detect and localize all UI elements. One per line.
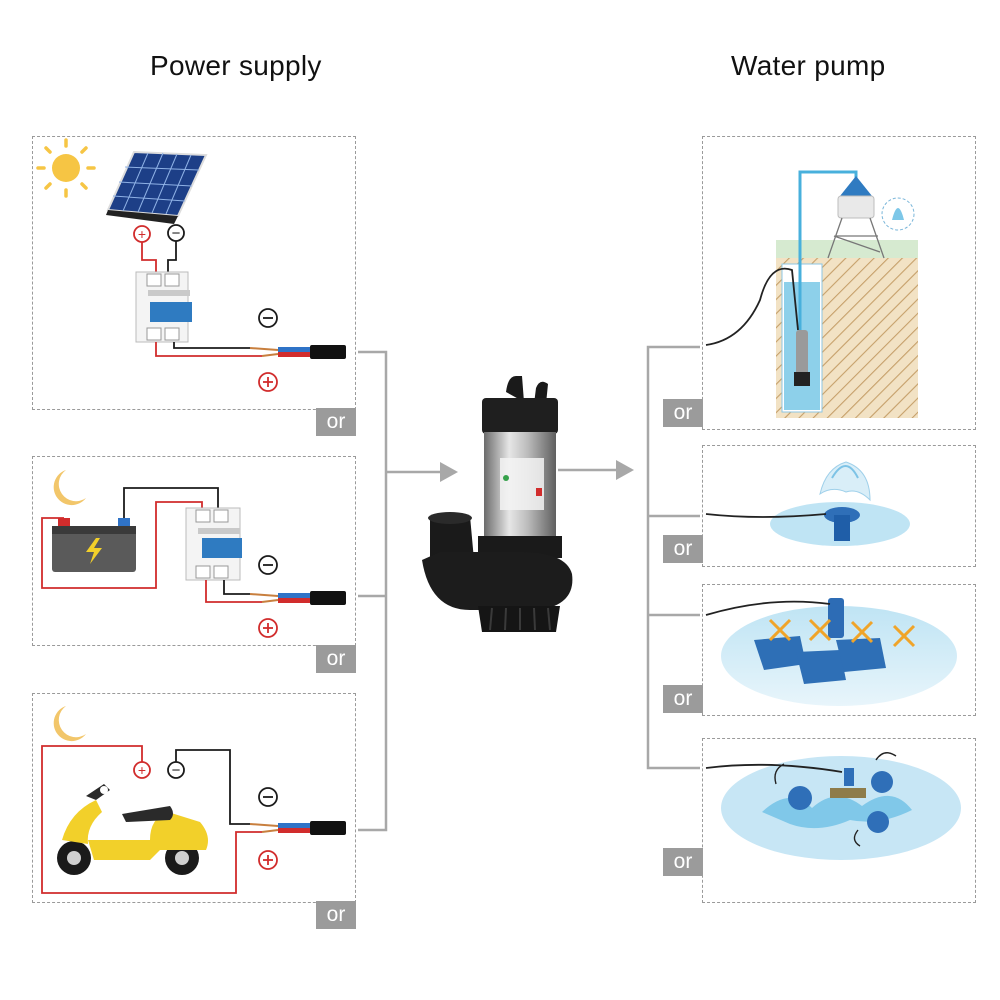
well-with-water-tower-image [705,170,918,418]
output-arrow-icon [558,460,634,480]
input-arrow-icon [386,462,458,482]
moon-icon [53,706,86,742]
electric-scooter-icon [57,784,208,875]
svg-text:+: + [138,762,146,778]
solar-output-positive [258,372,278,392]
svg-text:−: − [172,762,181,779]
or-badge-fountain: or [663,535,703,563]
pump-panel-pond [702,738,976,903]
pump-panel-well [702,136,976,430]
pond-aerator-image [705,752,961,860]
power-panel-battery [32,456,356,646]
or-badge-solar: or [316,408,356,436]
or-badge-battery: or [316,645,356,673]
sun-icon [36,138,96,198]
power-supply-heading: Power supply [150,50,322,81]
battery-output-cable [249,591,346,605]
solar-positive-terminal: + [138,226,146,242]
power-panel-scooter [32,693,356,903]
solar-output-cable [249,345,346,359]
circuit-breaker-icon [185,507,242,581]
power-connector-bracket [358,350,388,832]
circuit-breaker-icon [135,271,192,343]
solar-output-negative [258,308,278,328]
moon-icon [53,470,86,506]
power-panel-solar [32,136,356,410]
pump-connector-bracket [646,345,700,770]
or-badge-well: or [663,399,703,427]
submersible-pump-image [422,376,573,632]
pump-panel-aerator [702,584,976,716]
or-badge-aerator: or [663,685,703,713]
paddlewheel-aerator-image [705,598,957,706]
battery-icon [52,518,136,572]
solar-negative-terminal: − [172,225,181,242]
or-badge-scooter: or [316,901,356,929]
pump-panel-fountain [702,445,976,567]
solar-panel-icon [106,150,208,224]
or-badge-pond: or [663,848,703,876]
scooter-output-cable [249,821,346,835]
fountain-image [705,461,910,546]
water-pump-heading: Water pump [731,50,886,81]
